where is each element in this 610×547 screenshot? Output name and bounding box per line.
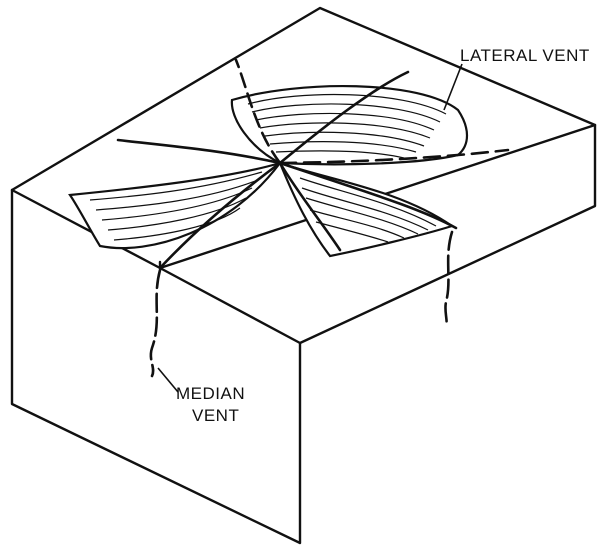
lateral-lobe-right [280, 163, 452, 256]
lateral-lobe-back [232, 86, 467, 164]
median-vent-left-face [151, 270, 160, 376]
lateral-vent-label: LATERAL VENT [460, 46, 590, 66]
median-vent-leader [158, 368, 178, 392]
median-vent-label-line2: VENT [192, 406, 239, 426]
median-vent-label-line1: MEDIAN [176, 384, 245, 404]
median-vent-right-face [445, 232, 452, 326]
lateral-vent-leader [444, 64, 462, 110]
